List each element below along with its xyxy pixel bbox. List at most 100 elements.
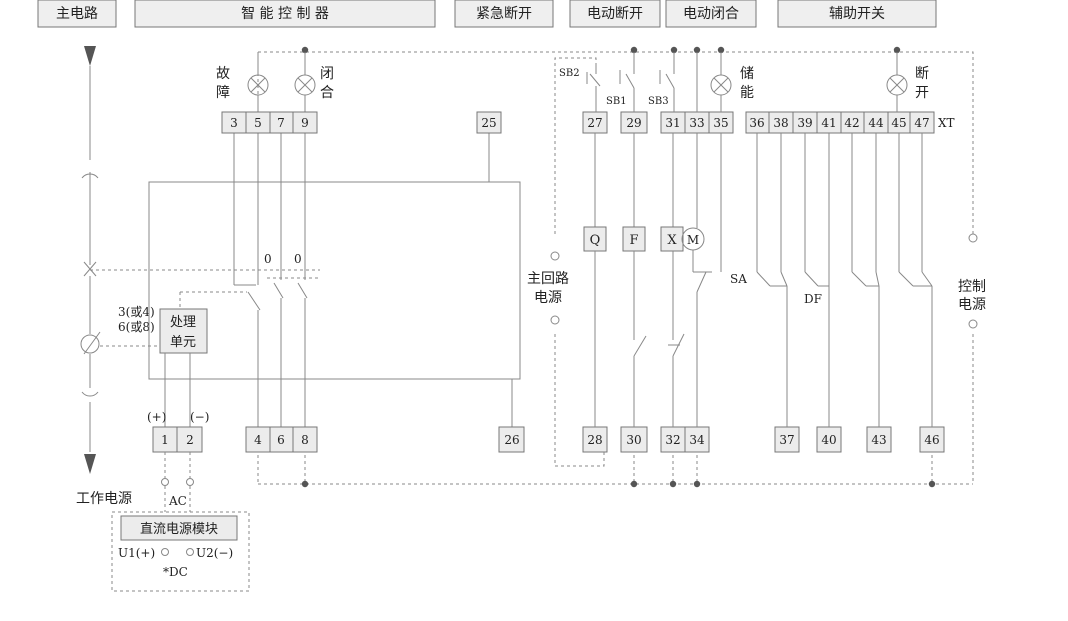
ct-label-2: 6(或8) bbox=[118, 320, 155, 334]
terminal-44: 44 bbox=[863, 111, 889, 134]
motor-m-icon: M bbox=[681, 227, 705, 251]
svg-text:6: 6 bbox=[277, 433, 285, 447]
terminal-28: 28 bbox=[582, 426, 608, 453]
minus-label: (−) bbox=[190, 410, 209, 424]
main-loop-power-label-2: 电源 bbox=[534, 290, 562, 306]
svg-text:27: 27 bbox=[587, 116, 602, 130]
sa-label: SA bbox=[730, 272, 747, 286]
svg-text:43: 43 bbox=[871, 433, 886, 447]
header-emergency-open: 紧急断开 bbox=[454, 0, 554, 28]
terminal-38: 38 bbox=[768, 111, 794, 134]
terminal-40: 40 bbox=[816, 426, 842, 453]
svg-text:智 能 控 制 器: 智 能 控 制 器 bbox=[241, 6, 329, 22]
svg-text:1: 1 bbox=[161, 433, 169, 447]
svg-text:25: 25 bbox=[481, 116, 496, 130]
work-power-label: 工作电源 bbox=[76, 491, 132, 507]
svg-text:4: 4 bbox=[254, 433, 262, 447]
control-power-label-2: 电源 bbox=[958, 297, 986, 313]
svg-text:44: 44 bbox=[868, 116, 884, 130]
ct-label-1: 3(或4) bbox=[118, 305, 155, 319]
terminal-39: 39 bbox=[792, 111, 818, 134]
header-electric-open: 电动断开 bbox=[569, 0, 661, 28]
svg-text:主电路: 主电路 bbox=[56, 6, 98, 22]
svg-text:47: 47 bbox=[914, 116, 929, 130]
svg-text:35: 35 bbox=[713, 116, 728, 130]
svg-text:41: 41 bbox=[821, 116, 836, 130]
sb1-label: SB1 bbox=[606, 96, 627, 107]
terminal-6: 6 bbox=[269, 426, 294, 453]
terminal-36: 36 bbox=[745, 111, 770, 134]
svg-text:M: M bbox=[687, 233, 699, 247]
terminal-32: 32 bbox=[660, 426, 686, 453]
terminal-41: 41 bbox=[816, 111, 842, 134]
terminal-34: 34 bbox=[684, 426, 710, 453]
close-lamp-icon bbox=[294, 74, 316, 96]
zero-label-a: 0 bbox=[264, 252, 272, 266]
close-label-2: 合 bbox=[320, 85, 334, 101]
svg-text:Q: Q bbox=[590, 233, 601, 248]
sb3-label: SB3 bbox=[648, 96, 669, 107]
terminal-4: 4 bbox=[245, 426, 271, 453]
svg-text:45: 45 bbox=[891, 116, 906, 130]
svg-text:31: 31 bbox=[665, 116, 680, 130]
terminal-7: 7 bbox=[269, 111, 294, 134]
svg-text:处理: 处理 bbox=[170, 315, 196, 330]
dc-power-module: 直流电源模块 bbox=[120, 515, 238, 541]
svg-text:辅助开关: 辅助开关 bbox=[829, 6, 885, 22]
svg-text:34: 34 bbox=[689, 433, 705, 447]
ac-label: AC bbox=[168, 494, 187, 508]
svg-text:38: 38 bbox=[773, 116, 788, 130]
terminal-31: 31 bbox=[660, 111, 686, 134]
processing-unit: 处理 单元 bbox=[159, 308, 208, 354]
svg-text:36: 36 bbox=[749, 116, 764, 130]
svg-text:电动断开: 电动断开 bbox=[587, 6, 643, 22]
bottom-terminal-strip: 1 2 4 6 8 26 28 30 32 34 37 40 43 46 bbox=[152, 426, 945, 453]
svg-text:7: 7 bbox=[277, 116, 285, 130]
storage-label-1: 储 bbox=[740, 66, 754, 82]
coil-x: X bbox=[660, 226, 684, 252]
top-terminal-strip: 3 5 7 9 25 27 29 31 33 35 36 38 39 41 42… bbox=[221, 111, 935, 134]
svg-text:X: X bbox=[667, 233, 677, 248]
fault-label-2: 障 bbox=[216, 85, 230, 101]
header-smart-controller: 智 能 控 制 器 bbox=[134, 0, 436, 28]
current-transformer-icon bbox=[80, 334, 100, 354]
main-circuit: 3(或4) 6(或8) bbox=[80, 46, 320, 474]
terminal-27: 27 bbox=[582, 111, 608, 134]
terminal-37: 37 bbox=[774, 426, 800, 453]
header-electric-close: 电动闭合 bbox=[665, 0, 757, 28]
terminal-35: 35 bbox=[708, 111, 734, 134]
arrow-down-icon bbox=[84, 46, 96, 66]
terminal-1: 1 bbox=[152, 426, 178, 453]
terminal-33: 33 bbox=[684, 111, 710, 134]
terminal-8: 8 bbox=[292, 426, 318, 453]
arrow-down-icon bbox=[84, 454, 96, 474]
dc-label: *DC bbox=[163, 565, 188, 579]
terminal-25: 25 bbox=[476, 111, 502, 134]
header-main-circuit: 主电路 bbox=[37, 0, 117, 28]
sb3-pushbutton-icon bbox=[659, 52, 675, 112]
coil-f: F bbox=[622, 226, 646, 252]
svg-text:42: 42 bbox=[844, 116, 859, 130]
terminal-26: 26 bbox=[498, 426, 525, 453]
terminal-5: 5 bbox=[245, 111, 271, 134]
terminal-29: 29 bbox=[620, 111, 648, 134]
svg-text:F: F bbox=[629, 233, 638, 248]
svg-text:直流电源模块: 直流电源模块 bbox=[140, 522, 218, 537]
zero-label-b: 0 bbox=[294, 252, 302, 266]
fault-label-1: 故 bbox=[216, 66, 230, 82]
terminal-46: 46 bbox=[919, 426, 945, 453]
sb1-pushbutton-icon bbox=[619, 52, 635, 112]
svg-text:紧急断开: 紧急断开 bbox=[476, 6, 532, 22]
svg-text:5: 5 bbox=[254, 116, 262, 130]
open-label-2: 开 bbox=[915, 85, 929, 101]
svg-text:3: 3 bbox=[230, 116, 238, 130]
terminal-30: 30 bbox=[620, 426, 648, 453]
terminal-3: 3 bbox=[221, 111, 247, 134]
open-label-1: 断 bbox=[915, 66, 929, 82]
storage-lamp-icon bbox=[710, 74, 732, 96]
header-bar: 主电路 智 能 控 制 器 紧急断开 电动断开 电动闭合 辅助开关 bbox=[37, 0, 937, 28]
svg-text:46: 46 bbox=[924, 433, 939, 447]
aux-switch-group bbox=[756, 133, 933, 427]
svg-text:电动闭合: 电动闭合 bbox=[683, 6, 739, 22]
